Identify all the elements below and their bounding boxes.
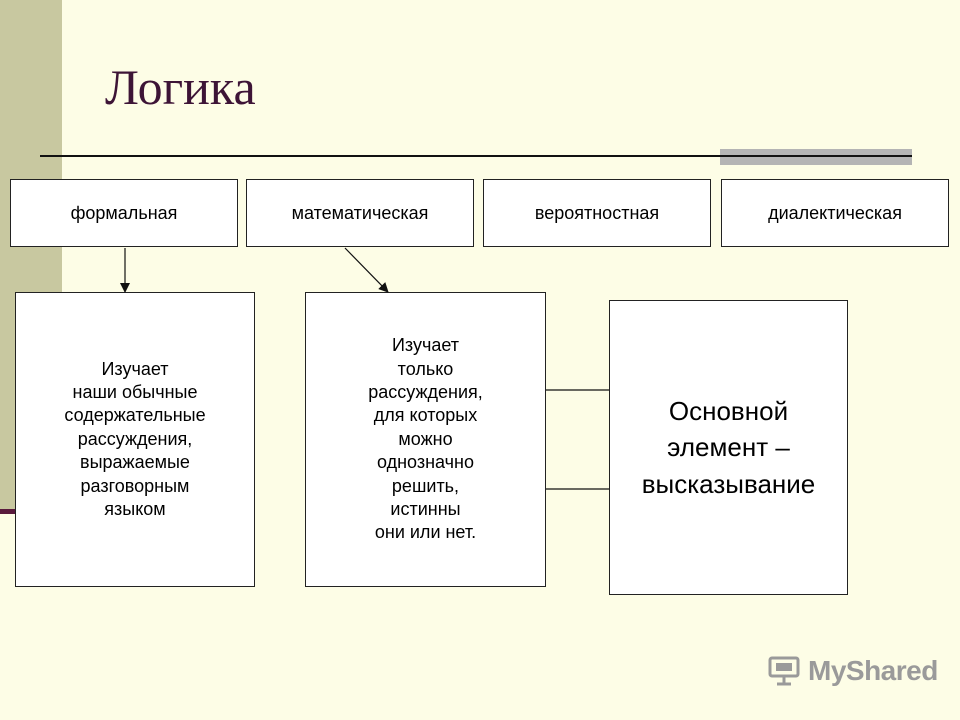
category-box-mathematical: математическая — [246, 179, 474, 247]
category-label-probabilistic: вероятностная — [534, 202, 660, 223]
category-box-dialectical: диалектическая — [721, 179, 949, 247]
description-text-formal: Изучает наши обычные содержательные расс… — [64, 358, 206, 519]
main-element-text: Основной элемент – высказывание — [641, 395, 816, 499]
watermark-logo: MyShared — [768, 655, 938, 687]
title-divider-accent — [720, 149, 912, 165]
category-box-formal: формальная — [10, 179, 238, 247]
main-element-box: Основной элемент – высказывание — [609, 300, 848, 595]
slide-title: Логика — [105, 59, 256, 115]
projector-screen-icon — [768, 656, 800, 686]
category-label-dialectical: диалектическая — [768, 202, 902, 223]
category-label-mathematical: математическая — [291, 202, 429, 223]
watermark-brand: MyShared — [808, 655, 938, 686]
description-box-formal: Изучает наши обычные содержательные расс… — [15, 292, 255, 587]
title-divider-line-overlay — [720, 155, 912, 157]
title-divider — [40, 155, 912, 157]
arrow-mathematical-to-description — [344, 247, 389, 293]
category-box-probabilistic: вероятностная — [483, 179, 711, 247]
description-box-mathematical: Изучает только рассуждения, для которых … — [305, 292, 546, 587]
description-text-mathematical: Изучает только рассуждения, для которых … — [368, 335, 483, 543]
category-label-formal: формальная — [70, 202, 178, 223]
